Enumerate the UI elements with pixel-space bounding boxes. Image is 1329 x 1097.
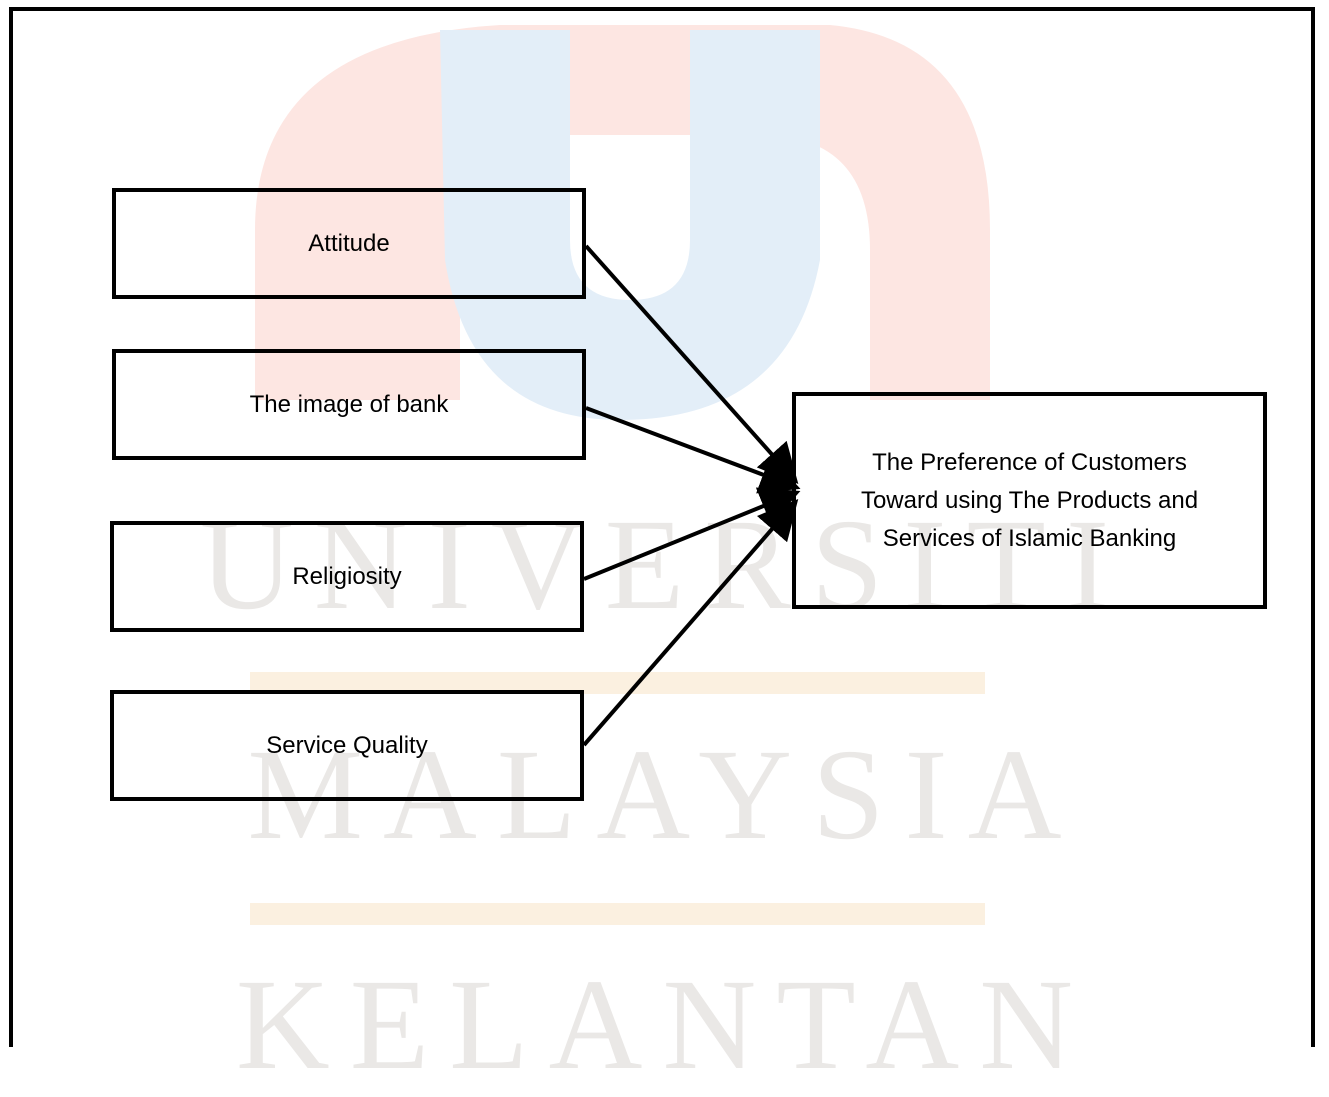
dependent-variable-label: The Preference of Customers Toward using… — [861, 444, 1198, 558]
dependent-variable-line-1: The Preference of Customers — [872, 448, 1187, 476]
variable-box-service-quality: Service Quality — [110, 690, 584, 801]
variable-box-attitude: Attitude — [112, 188, 586, 299]
variable-box-image-of-bank: The image of bank — [112, 349, 586, 460]
watermark-gold-bar-bottom — [250, 903, 985, 925]
watermark-gold-bar-top — [250, 672, 985, 694]
variable-label-service-quality: Service Quality — [266, 731, 428, 759]
arrows-layer — [582, 244, 801, 747]
dependent-variable-line-2: Toward using The Products and — [860, 486, 1199, 514]
arrow-service-quality — [582, 498, 799, 747]
page-frame — [9, 7, 1315, 1047]
arrow-image-of-bank — [585, 406, 801, 494]
dependent-variable-line-3: Services of Islamic Banking — [882, 524, 1177, 552]
variable-label-attitude: Attitude — [308, 229, 390, 257]
arrow-religiosity — [583, 487, 801, 581]
watermark-text-malaysia: MALAYSIA — [247, 723, 1082, 867]
watermark-blue-pillar — [440, 30, 820, 420]
variable-label-image-of-bank: The image of bank — [249, 390, 449, 418]
dependent-variable-box: The Preference of Customers Toward using… — [792, 392, 1267, 609]
watermark-logo — [250, 25, 990, 925]
variable-label-religiosity: Religiosity — [292, 562, 402, 590]
variable-box-religiosity: Religiosity — [110, 521, 584, 632]
arrow-attitude — [584, 244, 799, 484]
